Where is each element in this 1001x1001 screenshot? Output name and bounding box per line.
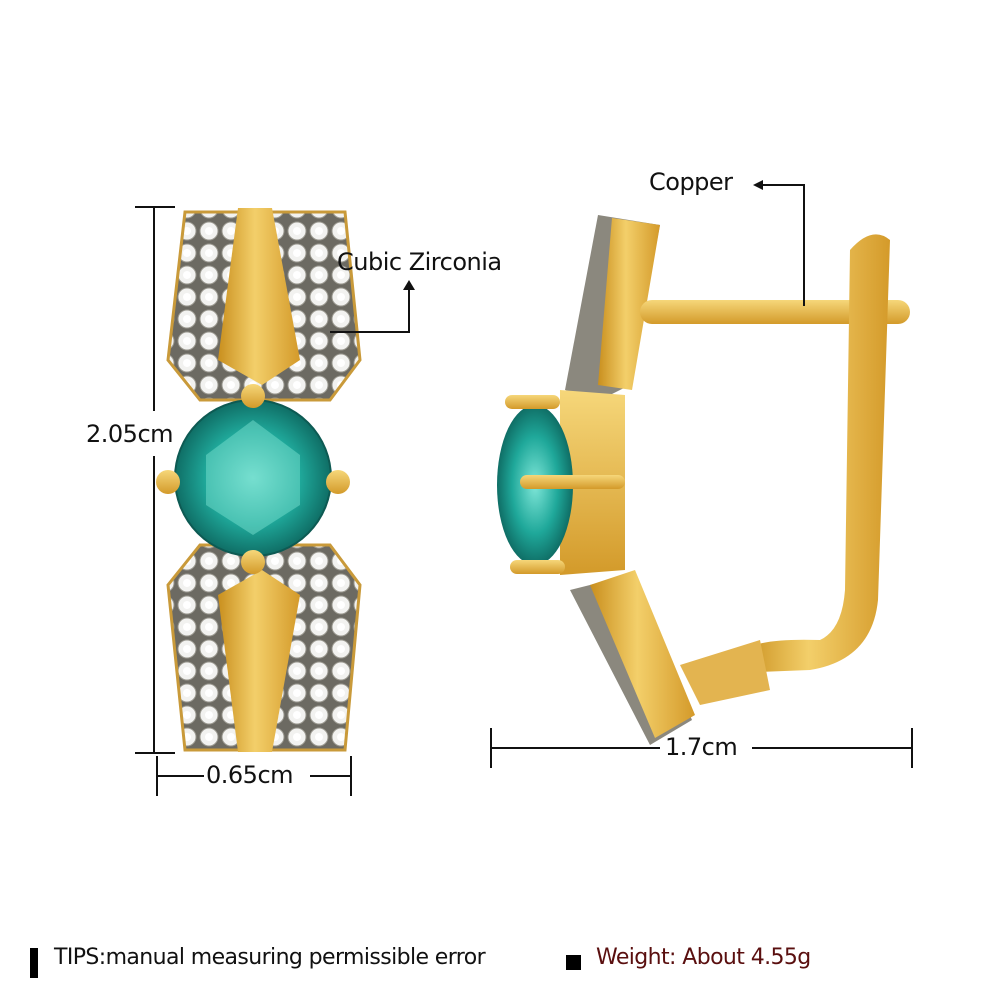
- dimension-line: [752, 747, 912, 749]
- copper-label: Copper: [649, 168, 733, 196]
- front-view-earring: [156, 208, 362, 752]
- bullet-square-icon: [566, 955, 581, 970]
- weight-text: Weight: About 4.55g: [596, 945, 811, 970]
- callout-line: [762, 184, 804, 186]
- dimension-tick: [135, 752, 175, 754]
- tips-text: TIPS:manual measuring permissible error: [54, 945, 486, 970]
- cubic-zirconia-label: Cubic Zirconia: [337, 248, 502, 276]
- dimension-line: [153, 456, 155, 752]
- callout-line: [408, 287, 410, 332]
- dimension-tick: [911, 728, 913, 768]
- arrow-left-icon: [753, 180, 763, 190]
- dimension-line: [490, 747, 660, 749]
- dimension-tick: [350, 756, 352, 796]
- dimension-line: [310, 775, 350, 777]
- side-view-earring: [497, 215, 910, 745]
- width-dimension-label: 0.65cm: [206, 761, 294, 789]
- callout-line: [330, 331, 410, 333]
- bullet-bar-icon: [30, 948, 38, 978]
- height-dimension-label: 2.05cm: [86, 420, 174, 448]
- dimension-tick: [135, 206, 175, 208]
- callout-line: [803, 184, 805, 306]
- dimension-line: [156, 775, 204, 777]
- depth-dimension-label: 1.7cm: [665, 733, 738, 761]
- arrow-up-icon: [403, 280, 415, 290]
- dimension-line: [153, 206, 155, 411]
